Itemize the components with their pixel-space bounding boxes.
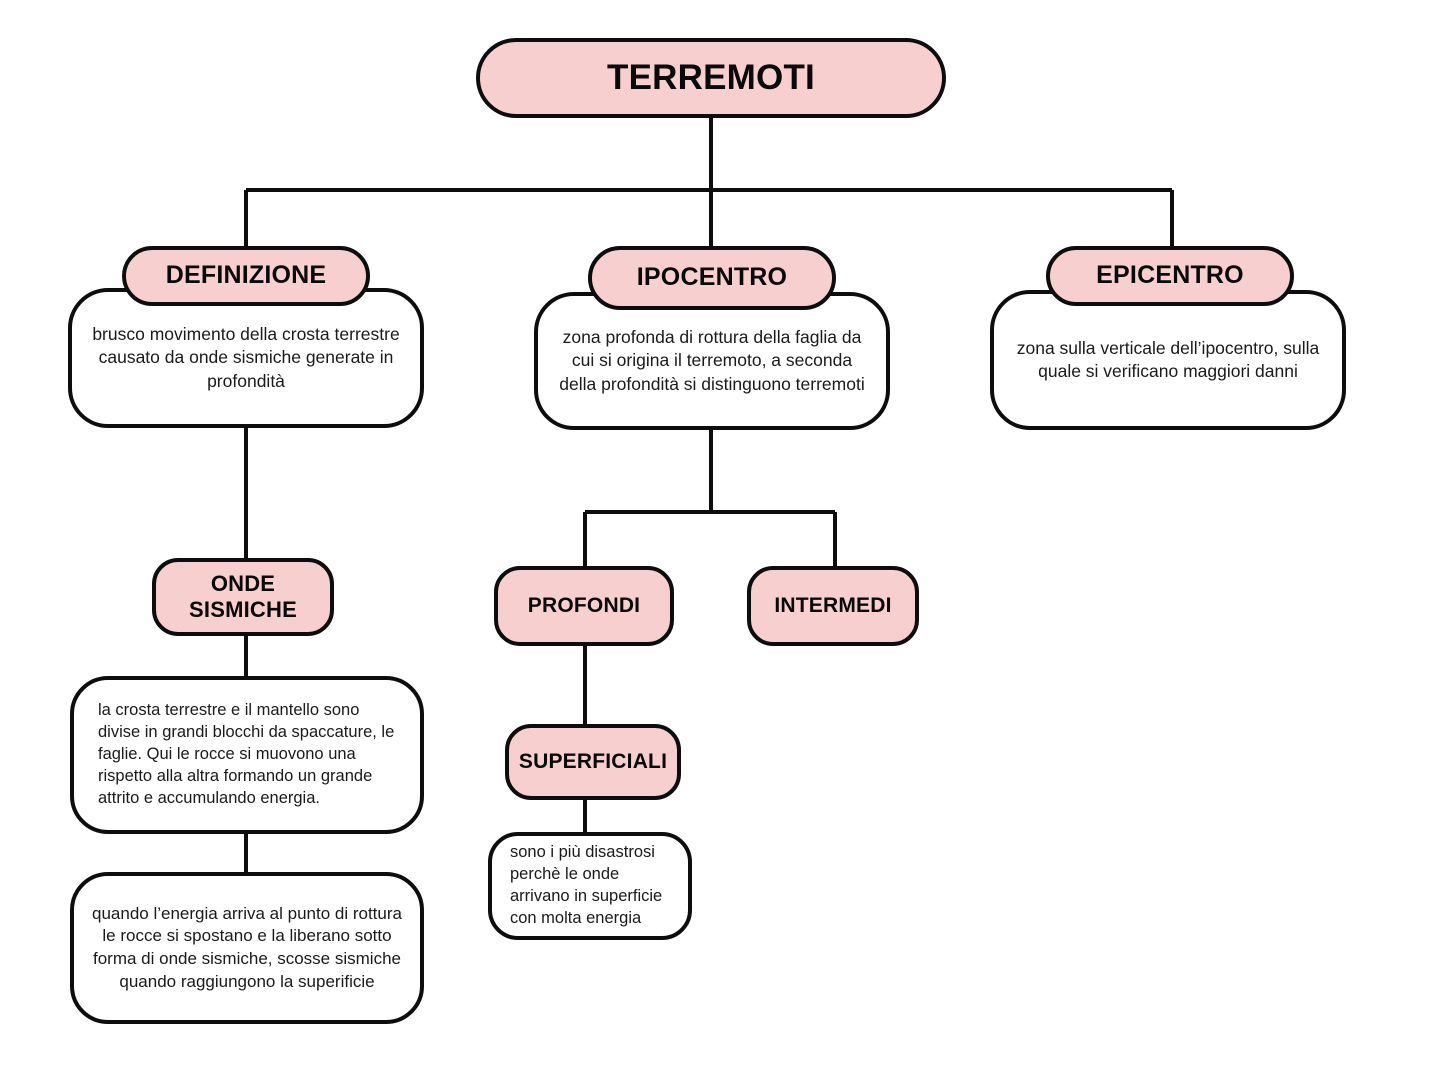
node-superficiali-description[interactable]: sono i più disastrosi perchè le onde arr… (488, 832, 692, 940)
node-onde-sismiche-description[interactable]: la crosta terrestre e il mantello sono d… (70, 676, 424, 834)
node-onde-sismiche-label: ONDE SISMICHE (189, 571, 297, 622)
node-terremoti-label: TERREMOTI (607, 58, 815, 98)
node-superficiali-description-text: sono i più disastrosi perchè le onde arr… (510, 843, 663, 927)
node-onde-sismiche[interactable]: ONDE SISMICHE (152, 558, 334, 636)
node-epicentro-label: EPICENTRO (1096, 261, 1244, 290)
node-ipocentro-label: IPOCENTRO (636, 263, 788, 292)
node-epicentro-description[interactable]: zona sulla verticale dell’ipocentro, sul… (990, 290, 1346, 430)
node-ipocentro-description-text: zona profonda di rottura della faglia da… (559, 327, 865, 394)
node-intermedi-label: INTERMEDI (774, 593, 892, 617)
node-epicentro-description-text: zona sulla verticale dell’ipocentro, sul… (1016, 337, 1320, 381)
node-superficiali[interactable]: SUPERFICIALI (505, 724, 681, 800)
node-ipocentro[interactable]: IPOCENTRO (588, 246, 836, 310)
node-energia-description-text: quando l’energia arriva al punto di rott… (92, 903, 402, 991)
node-epicentro[interactable]: EPICENTRO (1046, 246, 1294, 306)
node-definizione[interactable]: DEFINIZIONE (122, 246, 370, 306)
node-profondi[interactable]: PROFONDI (494, 566, 674, 646)
node-energia-description[interactable]: quando l’energia arriva al punto di rott… (70, 872, 424, 1024)
node-profondi-label: PROFONDI (527, 593, 641, 617)
node-definizione-description-text: brusco movimento della crosta terrestre … (92, 324, 400, 391)
node-superficiali-label: SUPERFICIALI (518, 749, 668, 773)
node-ipocentro-description[interactable]: zona profonda di rottura della faglia da… (534, 292, 890, 430)
node-definizione-label: DEFINIZIONE (165, 261, 327, 290)
node-terremoti[interactable]: TERREMOTI (476, 38, 946, 118)
node-definizione-description[interactable]: brusco movimento della crosta terrestre … (68, 288, 424, 428)
node-intermedi[interactable]: INTERMEDI (747, 566, 919, 646)
node-onde-sismiche-description-text: la crosta terrestre e il mantello sono d… (98, 701, 395, 807)
